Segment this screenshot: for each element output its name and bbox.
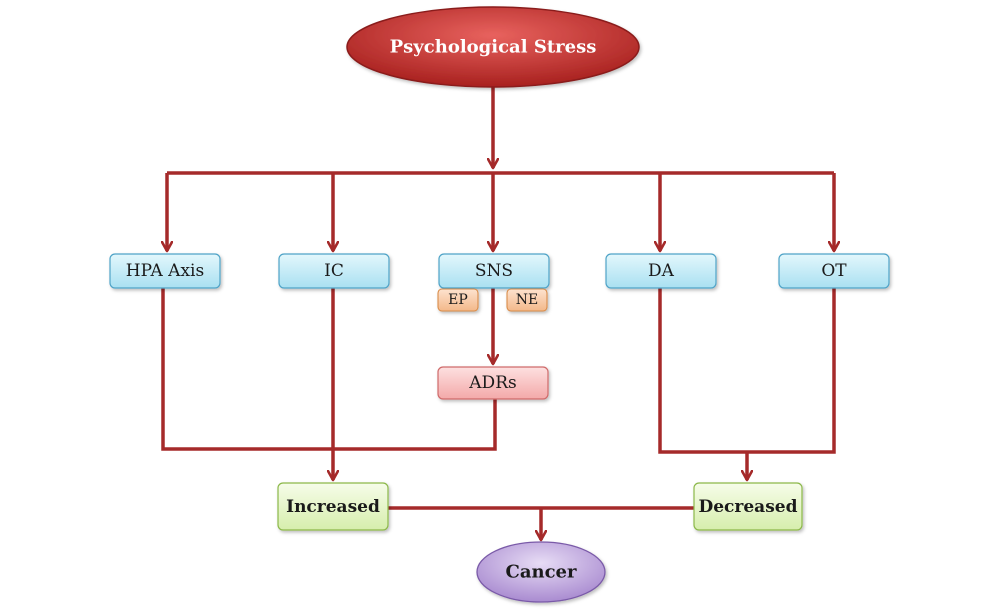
- node-hpa-axis-label: HPA Axis: [126, 261, 204, 281]
- node-ep: [437, 288, 479, 312]
- node-da: [605, 253, 717, 289]
- node-ot-label: OT: [821, 261, 847, 281]
- node-increased: [277, 482, 389, 531]
- node-ot: [778, 253, 890, 289]
- node-sns-label: SNS: [475, 261, 513, 281]
- node-sns: [438, 253, 550, 289]
- node-ne-label: NE: [516, 292, 538, 308]
- node-adrs-label: ADRs: [468, 373, 516, 393]
- node-ic: [278, 253, 390, 289]
- connectors: [163, 85, 834, 540]
- node-ic-label: IC: [324, 261, 344, 281]
- node-ep-label: EP: [448, 292, 468, 308]
- node-da-label: DA: [648, 261, 675, 281]
- node-psychological-stress-label: Psychological Stress: [390, 37, 597, 58]
- node-decreased: [693, 482, 803, 531]
- connector-right-merge: [658, 288, 836, 454]
- node-hpa-axis: [109, 253, 221, 289]
- node-increased-label: Increased: [286, 497, 380, 517]
- node-psychological-stress: [346, 6, 640, 88]
- connector-left-merge: [161, 288, 497, 451]
- node-cancer: [476, 541, 606, 603]
- node-ne: [506, 288, 548, 312]
- node-adrs: [437, 366, 549, 400]
- node-decreased-label: Decreased: [699, 497, 798, 517]
- node-cancer-label: Cancer: [506, 562, 577, 583]
